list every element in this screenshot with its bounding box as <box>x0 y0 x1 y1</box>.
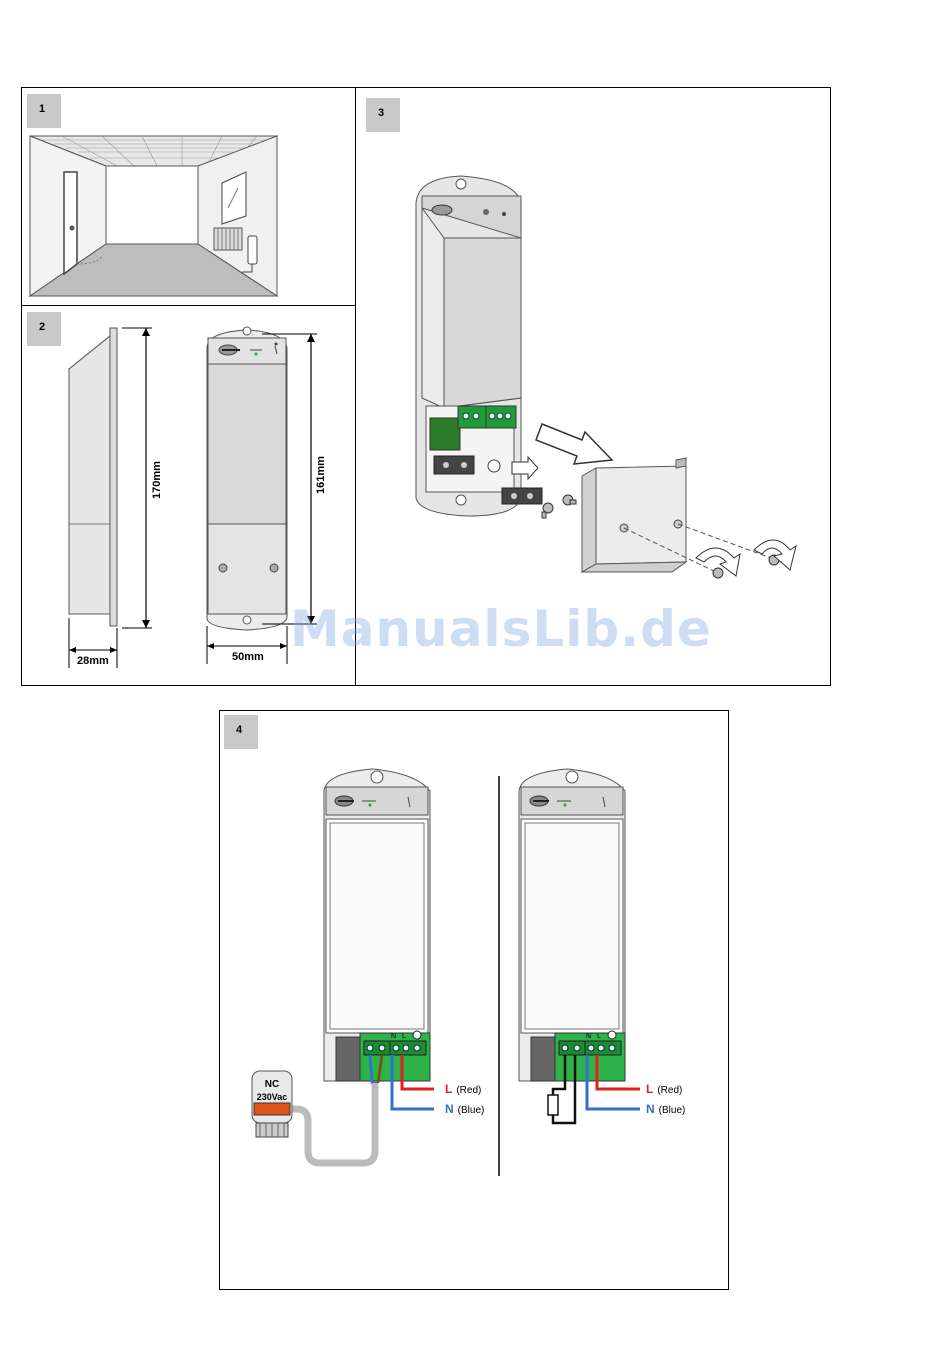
neutral-letter: N <box>445 1102 454 1116</box>
panel-3-installation: 3 <box>355 87 831 686</box>
live-color: (Red) <box>657 1085 682 1096</box>
neutral-color: (Blue) <box>659 1105 686 1116</box>
device-left <box>252 769 434 1163</box>
panel-1-room: 1 <box>21 87 357 307</box>
live-wire-label-left: L (Red) <box>445 1082 481 1096</box>
watermark: ManualsLib.de <box>290 600 712 658</box>
live-letter: L <box>646 1082 653 1096</box>
dimension-161mm: 161mm <box>315 456 327 494</box>
neutral-wire-label-left: N (Blue) <box>445 1102 484 1116</box>
live-color: (Red) <box>456 1085 481 1096</box>
wiring-diagrams <box>220 711 730 1291</box>
actuator-voltage-label: 230Vac <box>250 1092 294 1102</box>
live-letter: L <box>445 1082 452 1096</box>
neutral-wire-label-right: N (Blue) <box>646 1102 685 1116</box>
terminal-label-l-right: L <box>597 1033 601 1040</box>
dimension-170mm: 170mm <box>151 461 163 499</box>
live-wire-label-right: L (Red) <box>646 1082 682 1096</box>
terminal-label-n-right: N <box>586 1033 591 1040</box>
dimension-28mm: 28mm <box>77 655 109 667</box>
panel-4-wiring: 4 <box>219 710 729 1290</box>
terminal-label-l-left: L <box>402 1033 406 1040</box>
cover-removal-illustration <box>356 88 832 687</box>
neutral-color: (Blue) <box>458 1105 485 1116</box>
terminal-label-n-left: N <box>391 1033 396 1040</box>
room-illustration <box>22 88 358 308</box>
actuator-nc-label: NC <box>252 1079 292 1090</box>
neutral-letter: N <box>646 1102 655 1116</box>
dimension-50mm: 50mm <box>232 651 264 663</box>
device-right <box>519 769 640 1123</box>
